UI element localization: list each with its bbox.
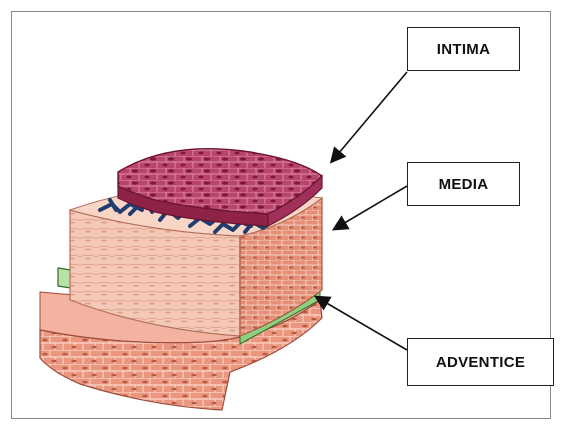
- label-adventice: ADVENTICE: [407, 338, 554, 386]
- label-media-text: MEDIA: [439, 176, 489, 193]
- label-adventice-text: ADVENTICE: [436, 354, 525, 371]
- label-intima-text: INTIMA: [437, 41, 490, 58]
- arrow-intima: [333, 72, 407, 160]
- label-intima: INTIMA: [407, 27, 520, 71]
- arrow-media: [336, 186, 407, 228]
- arrow-adventice: [318, 298, 407, 350]
- label-media: MEDIA: [407, 162, 520, 206]
- pointer-arrows: [318, 72, 407, 350]
